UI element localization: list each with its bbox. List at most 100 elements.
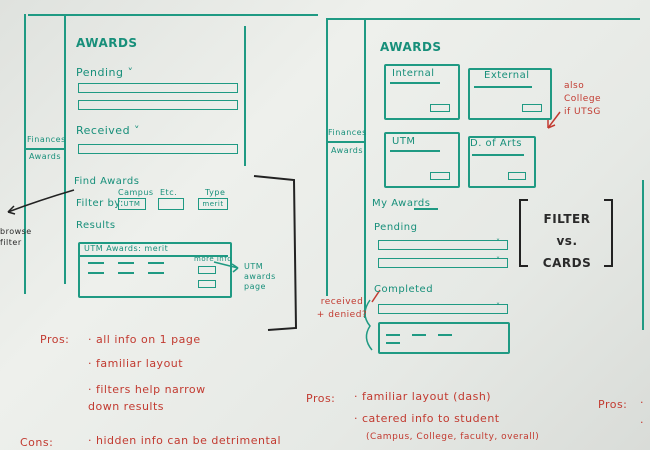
left-pending-row-1[interactable]: [78, 83, 238, 93]
left-result-card[interactable]: [78, 242, 232, 298]
chevron-down-icon: ˅: [496, 302, 500, 311]
left-result-dash-5: [118, 272, 134, 274]
left-result-card-title: UTM Awards: merit: [84, 244, 169, 253]
right-card-utm-title: UTM: [392, 136, 416, 147]
right-pending-row-2[interactable]: [378, 258, 508, 268]
left-filter-campus-select[interactable]: UTM: [118, 198, 146, 210]
bullet-icon: ·: [354, 412, 362, 425]
left-content-border: [64, 14, 66, 284]
left-pros-item-2: · familiar layout: [88, 357, 183, 370]
left-result-dash-4: [88, 272, 104, 274]
right-card-dept-arts-title: D. of Arts: [470, 138, 522, 149]
right-card-utm-line: [390, 150, 440, 152]
left-filter-etc-select[interactable]: [158, 198, 184, 210]
right-sidebar-border: [326, 18, 328, 296]
right-card-dept-arts-button[interactable]: [508, 172, 526, 180]
left-cons-text-1: hidden info can be detrimental: [96, 434, 282, 447]
right-completed-label: Completed: [374, 284, 434, 295]
left-pros-item-1: · all info on 1 page: [88, 333, 201, 346]
chevron-down-icon: ˅: [123, 66, 134, 79]
left-cons-item-1: · hidden info can be detrimental: [88, 434, 281, 447]
left-result-dash-3: [148, 262, 164, 264]
left-filter-col-etc: Etc.: [160, 188, 178, 197]
right-my-awards-underline: [414, 208, 438, 210]
left-pending-row-2[interactable]: [78, 100, 238, 110]
left-nav-divider: [26, 148, 64, 150]
left-filter-type-select[interactable]: merit: [198, 198, 228, 210]
right-card-internal[interactable]: [384, 64, 460, 120]
left-page-title: AWARDS: [76, 36, 138, 50]
right-pros-item-1: · familiar layout (dash): [354, 390, 491, 403]
right-pending-label: Pending: [374, 222, 418, 233]
left-result-dash-1: [88, 262, 104, 264]
third-pros-label: Pros:: [598, 398, 628, 411]
left-pros-item-3: · filters help narrow down results: [88, 381, 208, 415]
left-nav-item-finances[interactable]: Finances: [27, 135, 66, 144]
left-received-label[interactable]: Received ˅: [76, 124, 140, 137]
bullet-icon: ·: [88, 383, 96, 396]
left-pros-label: Pros:: [40, 333, 70, 346]
left-filter-col-campus: Campus: [118, 188, 154, 197]
left-filter-col-type: Type: [205, 188, 226, 197]
bullet-icon: ·: [88, 333, 96, 346]
left-cons-label: Cons:: [20, 436, 54, 449]
right-completed-dash-1: [386, 334, 400, 336]
left-pending-label[interactable]: Pending ˅: [76, 66, 133, 79]
right-nav-divider: [328, 141, 364, 143]
bullet-icon: ·: [640, 396, 644, 409]
left-pros-text-1: all info on 1 page: [96, 333, 201, 346]
right-card-external-button[interactable]: [522, 104, 542, 112]
right-my-awards-label: My Awards: [372, 198, 431, 209]
bullet-icon: ·: [88, 434, 96, 447]
bullet-icon: ·: [354, 390, 362, 403]
left-pros-text-3: filters help narrow down results: [88, 383, 206, 413]
right-nav-item-finances[interactable]: Finances: [328, 128, 367, 137]
right-card-utm-button[interactable]: [430, 172, 450, 180]
left-results-label: Results: [76, 220, 116, 231]
right-completed-row-1[interactable]: [378, 304, 508, 314]
left-utm-awards-page-note: UTM awards page: [244, 262, 276, 291]
left-more-info-button-1[interactable]: [198, 266, 216, 274]
left-result-card-divider: [80, 255, 228, 257]
third-sketch-border: [642, 180, 644, 330]
left-browse-note: browse filter: [0, 227, 32, 247]
right-pros-label: Pros:: [306, 392, 336, 405]
right-filter-note: FILTER vs. CARDS: [542, 212, 592, 270]
left-result-dash-6: [148, 272, 164, 274]
right-completed-dash-2: [412, 334, 426, 336]
right-card-external-line: [474, 86, 532, 88]
right-card-dept-arts[interactable]: [468, 136, 536, 188]
left-result-dash-2: [118, 262, 134, 264]
right-side-note: also College if UTSG: [564, 81, 602, 117]
right-pros-item-2: · catered info to student: [354, 412, 500, 425]
left-filter-campus-value: UTM: [123, 200, 141, 208]
right-pending-row-1[interactable]: [378, 240, 508, 250]
right-card-dept-arts-line: [472, 154, 524, 156]
left-nav-item-awards[interactable]: Awards: [29, 152, 61, 161]
right-card-utm[interactable]: [384, 132, 460, 188]
left-more-info-button-2[interactable]: [198, 280, 216, 288]
right-card-internal-title: Internal: [392, 68, 435, 79]
right-pros-item-3: (Campus, College, faculty, overall): [366, 432, 540, 442]
bullet-icon: ·: [88, 357, 96, 370]
left-more-info-label[interactable]: more info: [194, 255, 232, 263]
left-received-row[interactable]: [78, 144, 238, 154]
right-completed-dash-4: [386, 342, 400, 344]
right-content-border: [364, 18, 366, 318]
chevron-down-icon: ˅: [130, 124, 141, 137]
left-filter-type-value: merit: [202, 200, 224, 208]
right-card-external[interactable]: [468, 68, 552, 120]
left-pending-text: Pending: [76, 66, 124, 79]
right-pros-text-2: catered info to student: [362, 412, 500, 425]
chevron-down-icon: ˅: [496, 238, 500, 247]
right-card-internal-line: [390, 82, 440, 84]
left-received-text: Received: [76, 124, 131, 137]
right-card-external-title: External: [484, 70, 530, 81]
right-page-title: AWARDS: [380, 40, 442, 54]
left-find-awards-label: Find Awards: [74, 176, 140, 187]
right-nav-item-awards[interactable]: Awards: [331, 146, 363, 155]
right-card-internal-button[interactable]: [430, 104, 450, 112]
right-completed-expanded[interactable]: [378, 322, 510, 354]
left-top-border: [28, 14, 318, 16]
